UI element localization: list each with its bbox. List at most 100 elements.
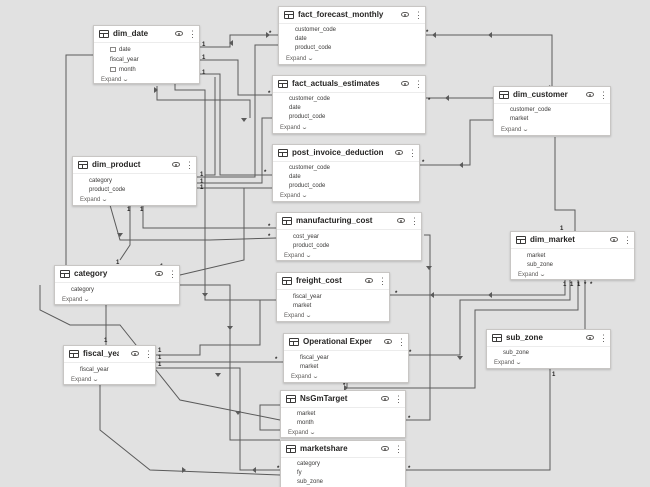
field-item[interactable]: category bbox=[89, 178, 113, 184]
card-header[interactable]: dim_product ⋮ bbox=[73, 157, 196, 174]
field-item[interactable]: fiscal_year bbox=[293, 294, 322, 300]
table-card-dim-market[interactable]: dim_market ⋮ market sub_zone Expand⌄ bbox=[510, 231, 635, 280]
more-icon[interactable]: ⋮ bbox=[394, 394, 403, 404]
eye-icon[interactable] bbox=[397, 218, 405, 223]
card-header[interactable]: manufacturing_cost ⋮ bbox=[277, 213, 421, 230]
expand-toggle[interactable]: Expand⌄ bbox=[288, 430, 317, 436]
table-card-sub-zone[interactable]: sub_zone ⋮ sub_zone Expand⌄ bbox=[486, 329, 611, 369]
expand-toggle[interactable]: Expand⌄ bbox=[286, 56, 315, 62]
field-item[interactable]: product_code bbox=[289, 114, 326, 120]
table-card-operational-expense[interactable]: Operational Expense ⋮ fiscal_year market… bbox=[283, 333, 409, 383]
table-card-dim-customer[interactable]: dim_customer ⋮ customer_code market Expa… bbox=[493, 86, 611, 136]
field-item[interactable]: fiscal_year bbox=[80, 367, 109, 373]
expand-toggle[interactable]: Expand⌄ bbox=[62, 297, 91, 303]
expand-toggle[interactable]: Expand⌄ bbox=[291, 374, 320, 380]
field-item[interactable]: sub_zone bbox=[527, 262, 554, 268]
more-icon[interactable]: ⋮ bbox=[394, 444, 403, 454]
more-icon[interactable]: ⋮ bbox=[168, 269, 177, 279]
field-item[interactable]: product_code bbox=[289, 183, 326, 189]
eye-icon[interactable] bbox=[155, 271, 163, 276]
field-item[interactable]: market bbox=[293, 303, 312, 309]
eye-icon[interactable] bbox=[172, 162, 180, 167]
table-card-category[interactable]: category ⋮ category Expand⌄ bbox=[54, 265, 180, 305]
field-item[interactable]: market bbox=[300, 364, 319, 370]
eye-icon[interactable] bbox=[401, 81, 409, 86]
field-item[interactable]: date bbox=[295, 36, 307, 42]
eye-icon[interactable] bbox=[381, 446, 389, 451]
card-header[interactable]: dim_customer ⋮ bbox=[494, 87, 610, 104]
card-header[interactable]: dim_market ⋮ bbox=[511, 232, 634, 249]
more-icon[interactable]: ⋮ bbox=[397, 337, 406, 347]
field-item[interactable]: market bbox=[527, 253, 546, 259]
table-card-dim-date[interactable]: dim_date ⋮ date fiscal_year month Expand… bbox=[93, 25, 200, 84]
field-item[interactable]: customer_code bbox=[295, 27, 337, 33]
card-header[interactable]: NsGmTarget ⋮ bbox=[281, 391, 405, 408]
card-header[interactable]: sub_zone ⋮ bbox=[487, 330, 610, 347]
table-card-marketshare[interactable]: marketshare ⋮ category fy sub_zone bbox=[280, 440, 406, 487]
more-icon[interactable]: ⋮ bbox=[408, 148, 417, 158]
table-card-fiscal-year[interactable]: fiscal_year ⋮ fiscal_year Expand⌄ bbox=[63, 345, 156, 385]
eye-icon[interactable] bbox=[381, 396, 389, 401]
card-header[interactable]: post_invoice_deductions ⋮ bbox=[273, 145, 419, 162]
field-item[interactable]: fiscal_year bbox=[110, 57, 139, 63]
eye-icon[interactable] bbox=[131, 351, 139, 356]
eye-icon[interactable] bbox=[365, 278, 373, 283]
card-header[interactable]: category ⋮ bbox=[55, 266, 179, 283]
field-item[interactable]: cost_year bbox=[293, 234, 320, 240]
field-item[interactable]: product_code bbox=[89, 187, 126, 193]
table-card-fact-forecast-monthly[interactable]: fact_forecast_monthly ⋮ customer_code da… bbox=[278, 6, 426, 65]
field-item[interactable]: sub_zone bbox=[297, 479, 324, 485]
field-item[interactable]: month bbox=[297, 420, 314, 426]
expand-toggle[interactable]: Expand⌄ bbox=[71, 377, 100, 383]
eye-icon[interactable] bbox=[586, 335, 594, 340]
more-icon[interactable]: ⋮ bbox=[144, 349, 153, 359]
field-item[interactable]: fiscal_year bbox=[300, 355, 329, 361]
expand-toggle[interactable]: Expand⌄ bbox=[280, 193, 309, 199]
field-item[interactable]: market bbox=[510, 116, 529, 122]
card-header[interactable]: marketshare ⋮ bbox=[281, 441, 405, 458]
more-icon[interactable]: ⋮ bbox=[188, 29, 197, 39]
more-icon[interactable]: ⋮ bbox=[599, 333, 608, 343]
table-card-freight-cost[interactable]: freight_cost ⋮ fiscal_year market Expand… bbox=[276, 272, 390, 322]
card-header[interactable]: fact_actuals_estimates ⋮ bbox=[273, 76, 425, 93]
more-icon[interactable]: ⋮ bbox=[378, 276, 387, 286]
expand-toggle[interactable]: Expand⌄ bbox=[501, 127, 530, 133]
more-icon[interactable]: ⋮ bbox=[414, 10, 423, 20]
field-item[interactable]: customer_code bbox=[289, 165, 331, 171]
expand-toggle[interactable]: Expand⌄ bbox=[284, 253, 313, 259]
card-header[interactable]: Operational Expense ⋮ bbox=[284, 334, 408, 351]
expand-toggle[interactable]: Expand⌄ bbox=[518, 272, 547, 278]
more-icon[interactable]: ⋮ bbox=[185, 160, 194, 170]
field-item[interactable]: customer_code bbox=[510, 107, 552, 113]
table-card-manufacturing-cost[interactable]: manufacturing_cost ⋮ cost_year product_c… bbox=[276, 212, 422, 261]
table-card-dim-product[interactable]: dim_product ⋮ category product_code Expa… bbox=[72, 156, 197, 206]
field-item[interactable]: product_code bbox=[295, 45, 332, 51]
expand-toggle[interactable]: Expand⌄ bbox=[280, 125, 309, 131]
expand-toggle[interactable]: Expand⌄ bbox=[284, 313, 313, 319]
eye-icon[interactable] bbox=[610, 237, 618, 242]
eye-icon[interactable] bbox=[175, 31, 183, 36]
card-header[interactable]: freight_cost ⋮ bbox=[277, 273, 389, 290]
eye-icon[interactable] bbox=[384, 339, 392, 344]
field-item[interactable]: month bbox=[110, 66, 191, 74]
more-icon[interactable]: ⋮ bbox=[410, 216, 419, 226]
expand-toggle[interactable]: Expand⌄ bbox=[494, 360, 523, 366]
table-card-nsgmtarget[interactable]: NsGmTarget ⋮ market month Expand⌄ bbox=[280, 390, 406, 438]
eye-icon[interactable] bbox=[586, 92, 594, 97]
card-header[interactable]: fiscal_year ⋮ bbox=[64, 346, 155, 363]
more-icon[interactable]: ⋮ bbox=[623, 235, 632, 245]
more-icon[interactable]: ⋮ bbox=[414, 79, 423, 89]
field-item[interactable]: date bbox=[289, 105, 301, 111]
field-item[interactable]: date bbox=[110, 46, 191, 54]
field-item[interactable]: market bbox=[297, 411, 316, 417]
expand-toggle[interactable]: Expand⌄ bbox=[101, 77, 130, 83]
card-header[interactable]: dim_date ⋮ bbox=[94, 26, 199, 43]
table-card-fact-actuals-estimates[interactable]: fact_actuals_estimates ⋮ customer_code d… bbox=[272, 75, 426, 134]
field-item[interactable]: date bbox=[289, 174, 301, 180]
field-item[interactable]: category bbox=[297, 461, 321, 467]
field-item[interactable]: sub_zone bbox=[503, 350, 530, 356]
more-icon[interactable]: ⋮ bbox=[599, 90, 608, 100]
eye-icon[interactable] bbox=[401, 12, 409, 17]
field-item[interactable]: fy bbox=[297, 470, 302, 476]
